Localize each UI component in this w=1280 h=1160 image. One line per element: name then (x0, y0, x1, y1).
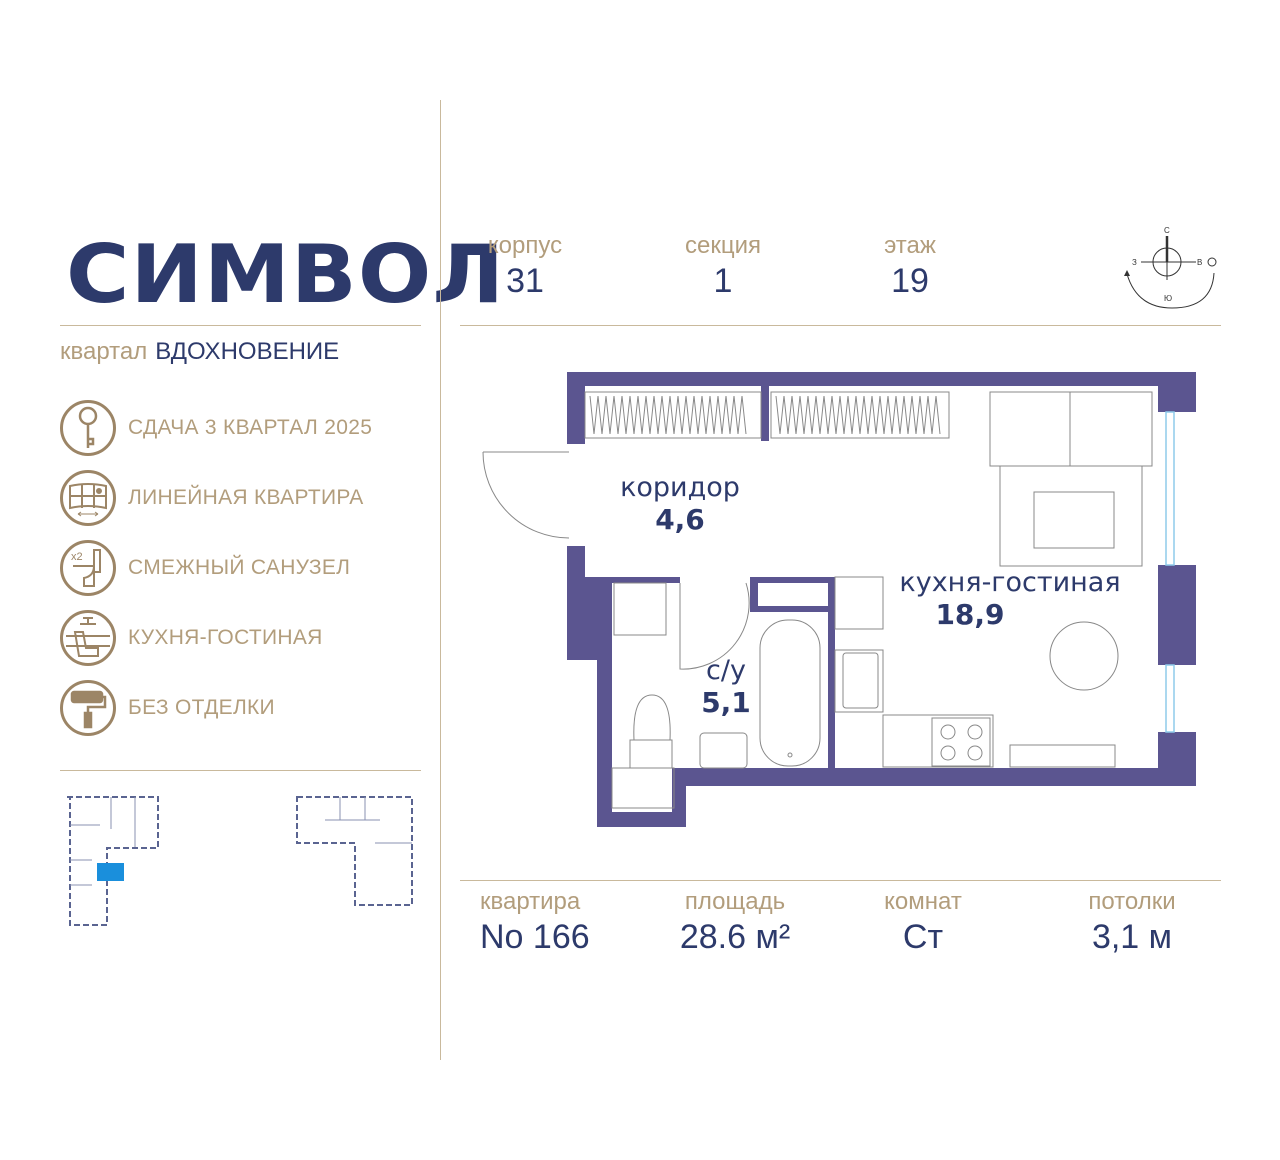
building-info: корпус 31 (470, 232, 580, 301)
compass-north: С (1164, 226, 1170, 235)
divider (460, 880, 1221, 881)
divider (60, 325, 421, 326)
ceiling-value: 3,1 м (1091, 918, 1173, 956)
building-label: корпус (487, 232, 563, 259)
feature-finish: БЕЗ ОТДЕЛКИ (60, 680, 275, 736)
feature-label: СМЕЖНЫЙ САНУЗЕЛ (128, 556, 351, 579)
section-info: секция 1 (668, 232, 778, 301)
svg-text:x2: x2 (71, 551, 83, 563)
paint-roller-icon (60, 680, 116, 736)
district-name: ВДОХНОВЕНИЕ (155, 338, 340, 365)
section-value: 1 (713, 262, 733, 300)
window-icon (60, 470, 116, 526)
floor-label: этаж (884, 232, 936, 259)
floor-info: этаж 19 (855, 232, 965, 301)
feature-layout: ЛИНЕЙНАЯ КВАРТИРА (60, 470, 364, 526)
room-area: 4,6 (655, 503, 705, 536)
ceiling-info: потолки 3,1 м (1072, 888, 1192, 957)
compass-south: Ю (1164, 294, 1172, 303)
room-area: 18,9 (935, 598, 1005, 631)
apartment-highlight (97, 863, 124, 881)
district: квартал ВДОХНОВЕНИЕ (60, 338, 339, 366)
rooms-label: комнат (884, 888, 962, 915)
feature-handover: СДАЧА 3 КВАРТАЛ 2025 (60, 400, 372, 456)
feature-label: КУХНЯ-ГОСТИНАЯ (128, 626, 323, 649)
apartment-number: No 166 (480, 918, 590, 956)
area-label: площадь (684, 888, 786, 915)
logo: СИМВОЛ (66, 228, 506, 321)
feature-label: ЛИНЕЙНАЯ КВАРТИРА (128, 486, 364, 509)
toilet-icon: x2 (60, 540, 116, 596)
feature-bathroom: x2 СМЕЖНЫЙ САНУЗЕЛ (60, 540, 350, 596)
divider (60, 770, 421, 771)
apartment-label: квартира (480, 888, 581, 915)
feature-label: БЕЗ ОТДЕЛКИ (128, 696, 275, 719)
rooms-value: Ст (902, 918, 944, 956)
floor-value: 19 (891, 262, 929, 300)
armchair-icon (60, 610, 116, 666)
compass-west: З (1132, 258, 1137, 267)
compass-icon: С Ю З В (1124, 226, 1217, 309)
room-name: коридор (620, 472, 740, 503)
room-kitchen-living: кухня-гостиная 18,9 (890, 567, 1130, 631)
room-corridor: коридор 4,6 (600, 472, 760, 536)
rooms-info: комнат Ст (868, 888, 978, 957)
room-name: с/у (706, 655, 746, 686)
district-prefix: квартал (60, 338, 148, 365)
compass-east: В (1197, 258, 1202, 267)
key-icon (60, 400, 116, 456)
room-bathroom: с/у 5,1 (686, 655, 766, 719)
apartment-info: квартира No 166 (470, 888, 610, 957)
furniture (482, 391, 1153, 809)
windows (1165, 411, 1175, 733)
walls (567, 372, 1196, 827)
vertical-divider (440, 100, 441, 1060)
ceiling-label: потолки (1088, 888, 1176, 915)
area-info: площадь 28.6 м² (660, 888, 810, 957)
area-value: 28.6 м² (679, 918, 791, 956)
feature-label: СДАЧА 3 КВАРТАЛ 2025 (128, 416, 373, 439)
building-value: 31 (506, 262, 544, 300)
room-area: 5,1 (701, 686, 751, 719)
section-label: секция (685, 232, 761, 259)
room-name: кухня-гостиная (899, 567, 1121, 598)
divider (460, 325, 1221, 326)
building-key-plan (67, 796, 413, 926)
feature-kitchen-living: КУХНЯ-ГОСТИНАЯ (60, 610, 323, 666)
